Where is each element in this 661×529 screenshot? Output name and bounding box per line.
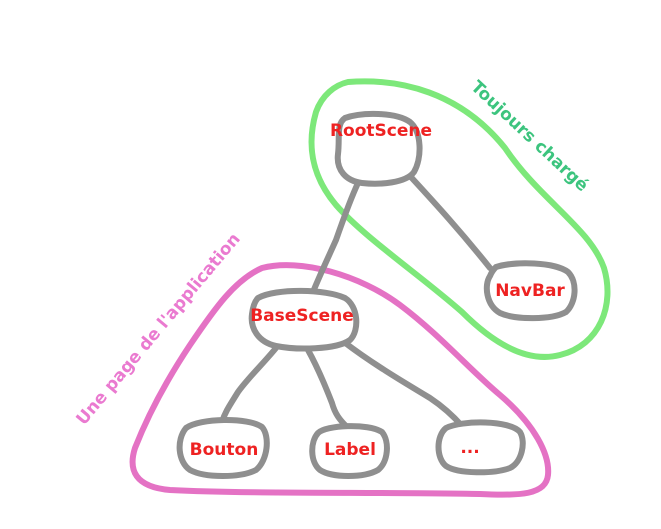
node-bouton-outline <box>176 417 270 479</box>
node-more-label: ... <box>460 438 479 458</box>
node-basescene-label: BaseScene <box>250 306 354 326</box>
node-label-outline <box>309 423 390 479</box>
node-label-label: Label <box>324 440 376 460</box>
node-rootscene-outline <box>334 110 423 187</box>
node-navbar-label: NavBar <box>495 281 565 301</box>
edge-rootscene-basescene <box>310 180 361 295</box>
node-navbar-outline <box>483 260 578 322</box>
edge-basescene-label <box>305 347 349 429</box>
group-always-loaded-outline <box>308 78 611 360</box>
edge-basescene-bouton <box>219 345 279 425</box>
edge-rootscene-navbar <box>407 173 493 271</box>
group-app-page-outline <box>129 262 552 498</box>
node-basescene-outline <box>248 287 360 352</box>
edge-basescene-more <box>341 339 465 429</box>
node-bouton-label: Bouton <box>190 440 259 460</box>
node-rootscene-label: RootScene <box>330 121 432 141</box>
node-more-outline <box>435 419 526 476</box>
